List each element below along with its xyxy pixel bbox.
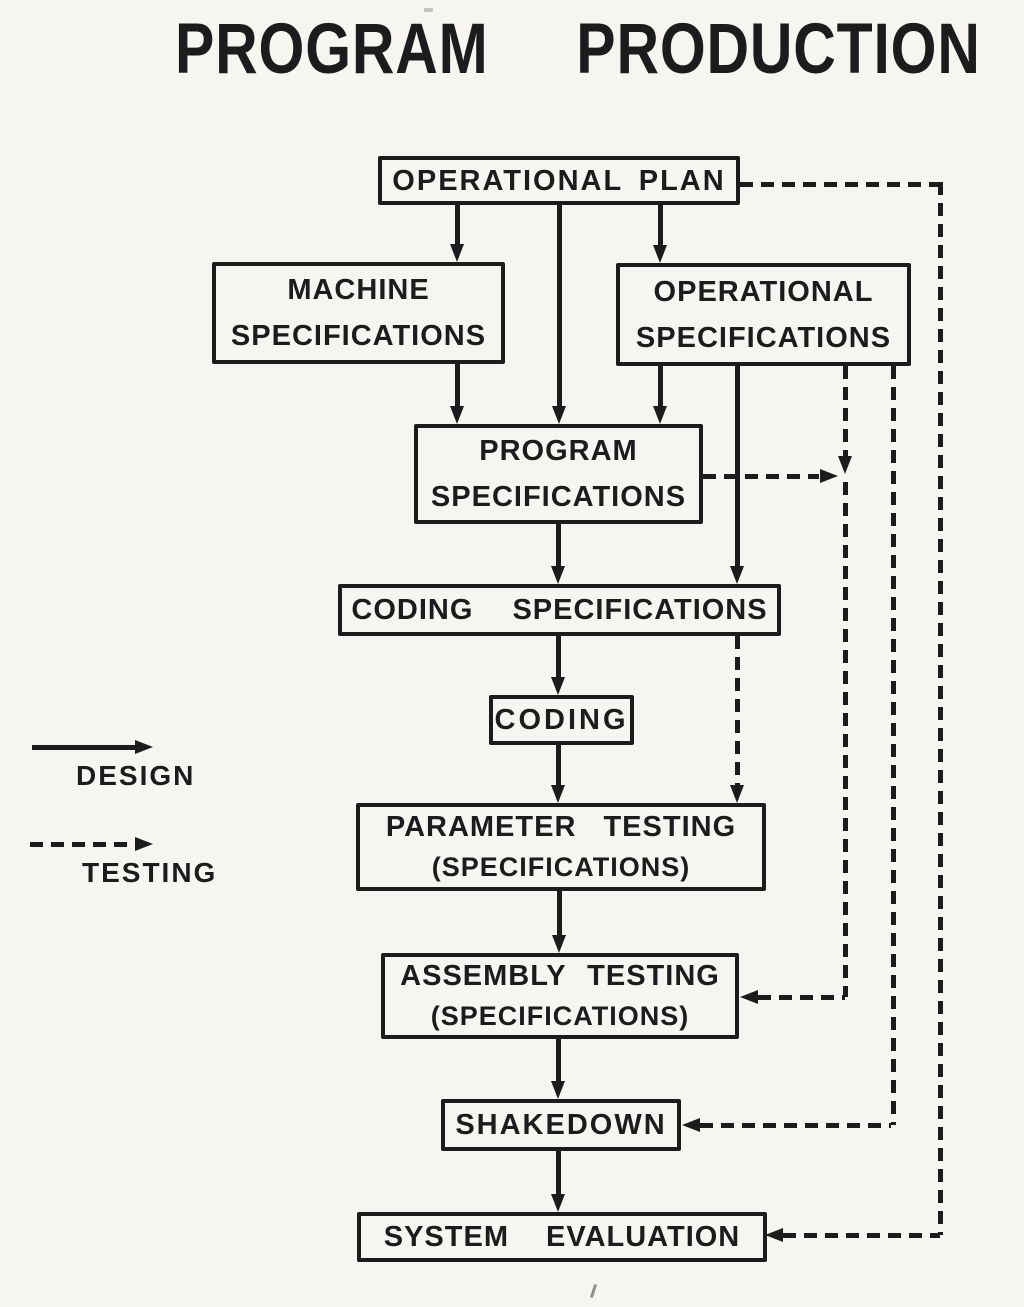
arrowhead-left-icon [682,1118,700,1132]
node-label: ASSEMBLY TESTING [400,960,720,992]
arrowhead-left-icon [765,1228,783,1242]
legend-testing-line [30,842,136,847]
edge-line [556,524,561,568]
legend-design-line [32,745,136,750]
node-label: PROGRAM [479,435,638,467]
arrowhead-down-icon [838,456,852,474]
diagram-title: PROGRAM PRODUCTION [175,10,981,89]
arrowhead-down-icon [730,566,744,584]
node-label: SYSTEM EVALUATION [383,1221,741,1253]
edge-dashed-line [740,182,940,187]
node-label: OPERATIONAL [653,275,874,308]
node-label: MACHINE [287,274,430,306]
edge-line [556,745,561,787]
arrowhead-right-icon [135,740,153,754]
arrowhead-down-icon [551,785,565,803]
edge-dashed-line [703,474,819,479]
arrowhead-down-icon [653,245,667,263]
node-system-evaluation: SYSTEM EVALUATION [357,1212,767,1262]
edge-line [556,636,561,679]
node-parameter-testing: PARAMETER TESTING (SPECIFICATIONS) [356,803,766,891]
legend-design-label: DESIGN [76,760,196,791]
node-coding-specifications: CODING SPECIFICATIONS [338,584,781,636]
arrowhead-right-icon [820,469,838,483]
node-label: SPECIFICATIONS [430,481,687,513]
edge-dashed-line [700,1123,891,1128]
edge-dashed-line [891,366,896,1125]
legend-testing-label: TESTING [82,857,218,888]
arrowhead-down-icon [552,935,566,953]
node-label: SPECIFICATIONS [635,321,892,354]
arrowhead-down-icon [730,785,744,803]
node-operational-plan: OPERATIONAL PLAN [378,156,740,205]
edge-line [557,204,562,408]
node-machine-specifications: MACHINE SPECIFICATIONS [212,262,505,364]
node-label: CODING [494,704,629,736]
edge-line [557,891,562,937]
node-label: SHAKEDOWN [455,1109,667,1141]
node-label: CODING SPECIFICATIONS [351,594,768,626]
arrowhead-down-icon [551,1194,565,1212]
node-operational-specifications: OPERATIONAL SPECIFICATIONS [616,263,911,366]
edge-line [658,366,663,408]
arrowhead-down-icon [551,566,565,584]
node-program-specifications: PROGRAM SPECIFICATIONS [414,424,703,524]
edge-line [455,204,460,248]
node-label: PARAMETER TESTING [385,811,737,843]
edge-line [455,364,460,408]
node-sublabel: (SPECIFICATIONS) [431,852,691,882]
edge-line [658,204,663,249]
scan-speck [589,1283,598,1299]
edge-dashed-line [938,182,943,1235]
arrowhead-down-icon [653,406,667,424]
scan-speck [424,8,433,12]
edge-line [556,1039,561,1083]
arrowhead-down-icon [551,1081,565,1099]
arrowhead-down-icon [552,406,566,424]
node-shakedown: SHAKEDOWN [441,1099,681,1151]
node-assembly-testing: ASSEMBLY TESTING (SPECIFICATIONS) [381,953,739,1039]
edge-line [556,1151,561,1197]
edge-dashed-line [783,1233,940,1238]
node-label: SPECIFICATIONS [230,320,487,352]
arrowhead-down-icon [551,677,565,695]
edge-dashed-line [843,366,848,456]
edge-dashed-line [758,995,845,1000]
arrowhead-down-icon [450,406,464,424]
node-label: OPERATIONAL PLAN [392,164,726,197]
node-coding: CODING [489,695,634,745]
arrowhead-down-icon [450,244,464,262]
node-sublabel: (SPECIFICATIONS) [430,1001,690,1031]
arrowhead-left-icon [740,990,758,1004]
arrowhead-right-icon [135,837,153,851]
edge-line [735,366,740,568]
edge-dashed-line [843,482,848,997]
edge-dashed-line [735,636,740,785]
